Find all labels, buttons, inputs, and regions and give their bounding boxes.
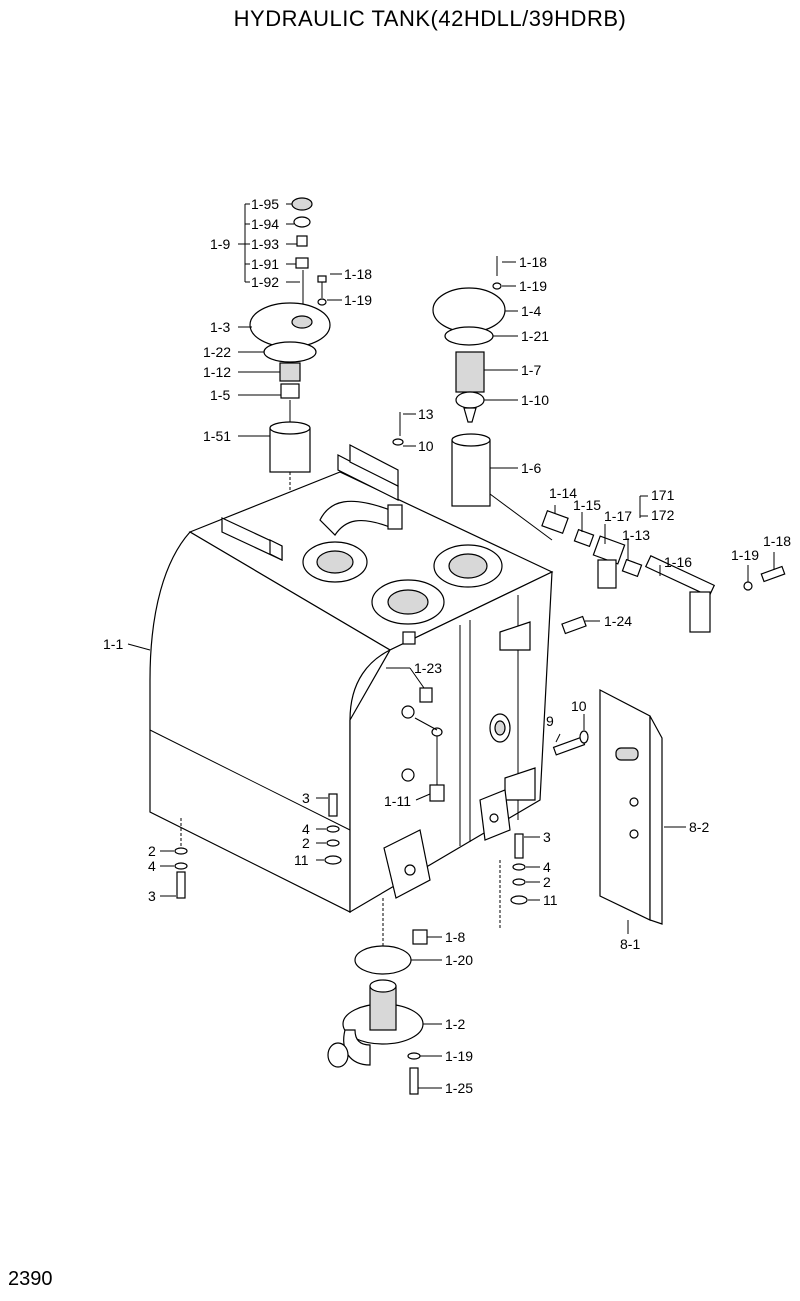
callout-3: 3 xyxy=(543,829,551,845)
callout-1-13: 1-13 xyxy=(622,527,650,543)
drain-piping xyxy=(541,509,786,633)
callout-1-22: 1-22 xyxy=(203,344,231,360)
callout-1-20: 1-20 xyxy=(445,952,473,968)
callout-1-4: 1-4 xyxy=(521,303,541,319)
callout-2: 2 xyxy=(543,874,551,890)
mounting-feet xyxy=(383,789,511,899)
callout-1-25: 1-25 xyxy=(445,1080,473,1096)
callout-1-21: 1-21 xyxy=(521,328,549,344)
callout-1-10: 1-10 xyxy=(521,392,549,408)
callout-10: 10 xyxy=(571,698,587,714)
callout-1-5: 1-5 xyxy=(210,387,230,403)
temperature-sensor xyxy=(561,615,587,635)
callout-1-1: 1-1 xyxy=(103,636,123,652)
callout-1-18: 1-18 xyxy=(763,533,791,549)
callout-1-8: 1-8 xyxy=(445,929,465,945)
callout-11: 11 xyxy=(543,892,558,908)
callout-1-93: 1-93 xyxy=(251,236,279,252)
callout-2: 2 xyxy=(302,835,310,851)
callout-1-19: 1-19 xyxy=(731,547,759,563)
callout-4: 4 xyxy=(148,858,156,874)
callout-8-1: 8-1 xyxy=(620,936,640,952)
callout-1-15: 1-15 xyxy=(573,497,601,513)
suction-port-assembly xyxy=(327,929,428,1095)
callout-13: 13 xyxy=(418,406,434,422)
hydraulic-tank-body xyxy=(149,471,554,914)
fasteners xyxy=(174,793,528,905)
callout-1-18: 1-18 xyxy=(519,254,547,270)
callout-11: 11 xyxy=(294,852,309,868)
callout-1-95: 1-95 xyxy=(251,196,279,212)
callout-8-2: 8-2 xyxy=(689,819,709,835)
breather-assembly xyxy=(291,197,327,312)
callout-1-91: 1-91 xyxy=(251,256,279,272)
level-gauge xyxy=(414,717,445,802)
callout-3: 3 xyxy=(148,888,156,904)
callout-9: 9 xyxy=(546,713,554,729)
callout-1-19: 1-19 xyxy=(344,292,372,308)
callout-1-6: 1-6 xyxy=(521,460,541,476)
callout-1-94: 1-94 xyxy=(251,216,279,232)
callout-1-12: 1-12 xyxy=(203,364,231,380)
callout-171: 171 xyxy=(651,487,675,503)
callout-1-23: 1-23 xyxy=(414,660,442,676)
callout-1-18: 1-18 xyxy=(344,266,372,282)
callout-172: 172 xyxy=(651,507,675,523)
callout-1-92: 1-92 xyxy=(251,274,279,290)
callout-1-14: 1-14 xyxy=(549,485,577,501)
callout-1-11: 1-11 xyxy=(384,793,411,809)
callout-1-3: 1-3 xyxy=(210,319,230,335)
callout-1-17: 1-17 xyxy=(604,508,632,524)
callout-2: 2 xyxy=(148,843,156,859)
callout-labels: 1-95 1-94 1-9 1-93 1-91 1-92 1-18 1-19 1… xyxy=(103,196,791,1096)
callout-1-9: 1-9 xyxy=(210,236,230,252)
callout-3: 3 xyxy=(302,790,310,806)
page-number: 2390 xyxy=(8,1268,53,1290)
leader-lines xyxy=(127,203,775,1089)
breather-plug xyxy=(419,687,433,703)
callout-1-24: 1-24 xyxy=(604,613,632,629)
callout-4: 4 xyxy=(302,821,310,837)
callout-1-7: 1-7 xyxy=(521,362,541,378)
tank-brackets xyxy=(221,444,399,561)
callout-10: 10 xyxy=(418,438,434,454)
tank-side-fittings xyxy=(401,621,536,801)
callout-1-19: 1-19 xyxy=(519,278,547,294)
tank-cover-right xyxy=(392,256,506,507)
callout-1-16: 1-16 xyxy=(664,554,692,570)
callout-1-19: 1-19 xyxy=(445,1048,473,1064)
diagram-title: HYDRAULIC TANK(42HDLL/39HDRB) xyxy=(233,6,627,31)
callout-1-2: 1-2 xyxy=(445,1016,465,1032)
callout-4: 4 xyxy=(543,859,551,875)
callout-1-51: 1-51 xyxy=(203,428,231,444)
tank-cover-left xyxy=(249,302,331,473)
side-cover-plates xyxy=(552,689,663,925)
tank-top-ports xyxy=(302,500,503,645)
